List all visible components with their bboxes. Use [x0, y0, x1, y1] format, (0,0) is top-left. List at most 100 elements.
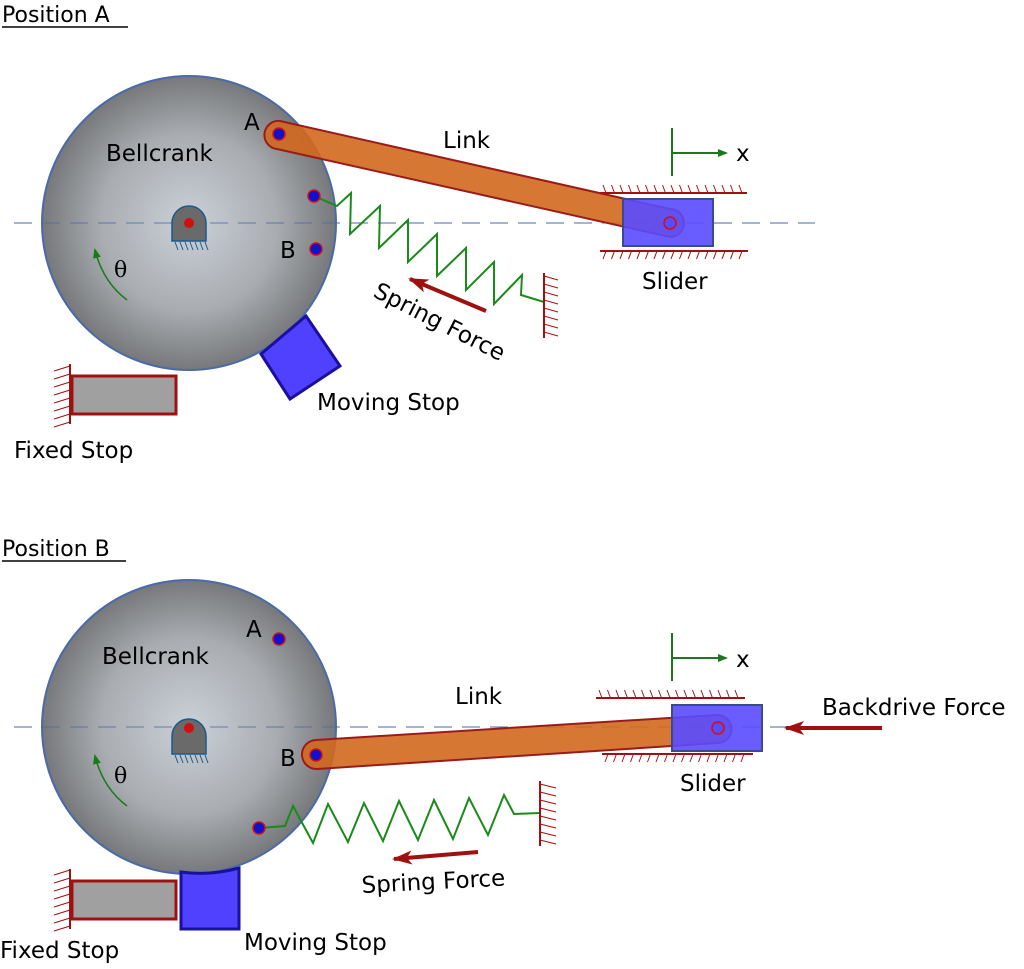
x-axis-arrow-icon	[671, 633, 728, 681]
hatch-mark	[730, 250, 734, 260]
x-axis-arrow-icon	[671, 128, 728, 176]
fixed-stop	[53, 869, 178, 932]
hatch-mark	[619, 184, 624, 194]
hatch-mark	[723, 753, 728, 763]
hatch-mark	[666, 689, 671, 699]
bellcrank-label: Bellcrank	[102, 644, 209, 670]
hatch-mark	[692, 689, 696, 699]
link-label: Link	[443, 128, 491, 154]
hatch-mark	[740, 753, 745, 763]
moving-stop	[259, 313, 343, 402]
hatch-mark	[611, 250, 615, 260]
moving-stop-label: Moving Stop	[317, 390, 460, 416]
hatch-mark	[602, 250, 607, 260]
hatch-mark	[628, 184, 632, 194]
hatch-mark	[687, 184, 692, 194]
hatch-mark	[679, 184, 683, 194]
joint-a-label: A	[244, 110, 260, 136]
hatch-mark	[653, 184, 658, 194]
hatch-mark	[636, 250, 641, 260]
hatch-mark	[649, 689, 654, 699]
hatch-mark	[632, 689, 637, 699]
spring-anchor-joint	[307, 189, 321, 203]
backdrive-force-label: Backdrive Force	[822, 695, 1006, 721]
joint-b	[309, 748, 323, 762]
moving-stop-label: Moving Stop	[244, 930, 387, 956]
hatch-mark	[638, 753, 643, 763]
hatch-mark	[611, 184, 615, 194]
fixed-stop	[53, 364, 178, 428]
hatch-mark	[604, 753, 609, 763]
hatch-mark	[636, 184, 641, 194]
hatch-mark	[734, 689, 739, 699]
slider-joint	[711, 721, 725, 735]
hatch-mark	[706, 753, 711, 763]
hatch-mark	[730, 184, 734, 194]
hatch-mark	[662, 184, 666, 194]
hatch-mark	[670, 184, 675, 194]
hatch-mark	[679, 250, 683, 260]
hatch-mark	[709, 689, 713, 699]
hatch-mark	[687, 250, 692, 260]
hatch-mark	[645, 250, 649, 260]
hatch-mark	[713, 250, 717, 260]
hatch-mark	[664, 753, 668, 763]
spring-force-label: Spring Force	[361, 866, 506, 899]
hatch-mark	[598, 689, 603, 699]
hatch-mark	[628, 250, 632, 260]
position-a-heading: Position A	[2, 3, 110, 28]
hatch-mark	[696, 250, 700, 260]
hatch-mark	[738, 250, 743, 260]
theta-arrow-icon	[93, 248, 128, 301]
theta-label: θ	[114, 764, 127, 789]
hatch-mark	[681, 753, 685, 763]
bellcrank-label: Bellcrank	[106, 141, 213, 167]
hatch-mark	[696, 184, 700, 194]
hatch-mark	[704, 250, 709, 260]
hatch-mark	[613, 753, 617, 763]
hatch-mark	[647, 753, 651, 763]
fixed-stop-label: Fixed Stop	[0, 938, 119, 964]
hatch-mark	[672, 753, 677, 763]
spring-ground-icon	[543, 273, 559, 338]
joint-b	[309, 242, 323, 256]
slider-label: Slider	[642, 269, 708, 295]
joint-b-label: B	[280, 238, 296, 264]
pivot-ground-icon	[171, 205, 209, 251]
slider-guide-rails	[600, 184, 748, 260]
position-b-heading: Position B	[2, 537, 110, 562]
hatch-mark	[721, 184, 726, 194]
hatch-mark	[619, 250, 624, 260]
slider-label: Slider	[680, 771, 746, 797]
spring	[313, 190, 545, 307]
spring	[258, 792, 541, 846]
link	[301, 713, 733, 771]
pivot-ground-icon	[171, 718, 209, 764]
hatch-mark	[738, 184, 743, 194]
theta-arrow-icon	[93, 754, 128, 807]
moving-stop	[179, 866, 241, 931]
hatch-mark	[630, 753, 634, 763]
hatch-mark	[655, 753, 660, 763]
spring-ground-icon	[539, 781, 557, 846]
theta-label: θ	[114, 258, 127, 283]
hatch-mark	[624, 689, 628, 699]
hatch-mark	[641, 689, 645, 699]
hatch-mark	[658, 689, 662, 699]
spring-force-arrow-icon	[408, 277, 487, 313]
hatch-mark	[662, 250, 666, 260]
joint-a	[272, 127, 286, 141]
hatch-mark	[689, 753, 694, 763]
hatch-mark	[653, 250, 658, 260]
x-axis-label: x	[736, 647, 750, 673]
hatch-mark	[621, 753, 626, 763]
hatch-mark	[683, 689, 688, 699]
hatch-mark	[726, 689, 730, 699]
slider-joint	[663, 216, 677, 230]
joint-b-label: B	[280, 746, 296, 772]
hatch-mark	[615, 689, 620, 699]
hatch-mark	[732, 753, 736, 763]
joint-a-label: A	[246, 617, 262, 643]
hatch-mark	[713, 184, 717, 194]
